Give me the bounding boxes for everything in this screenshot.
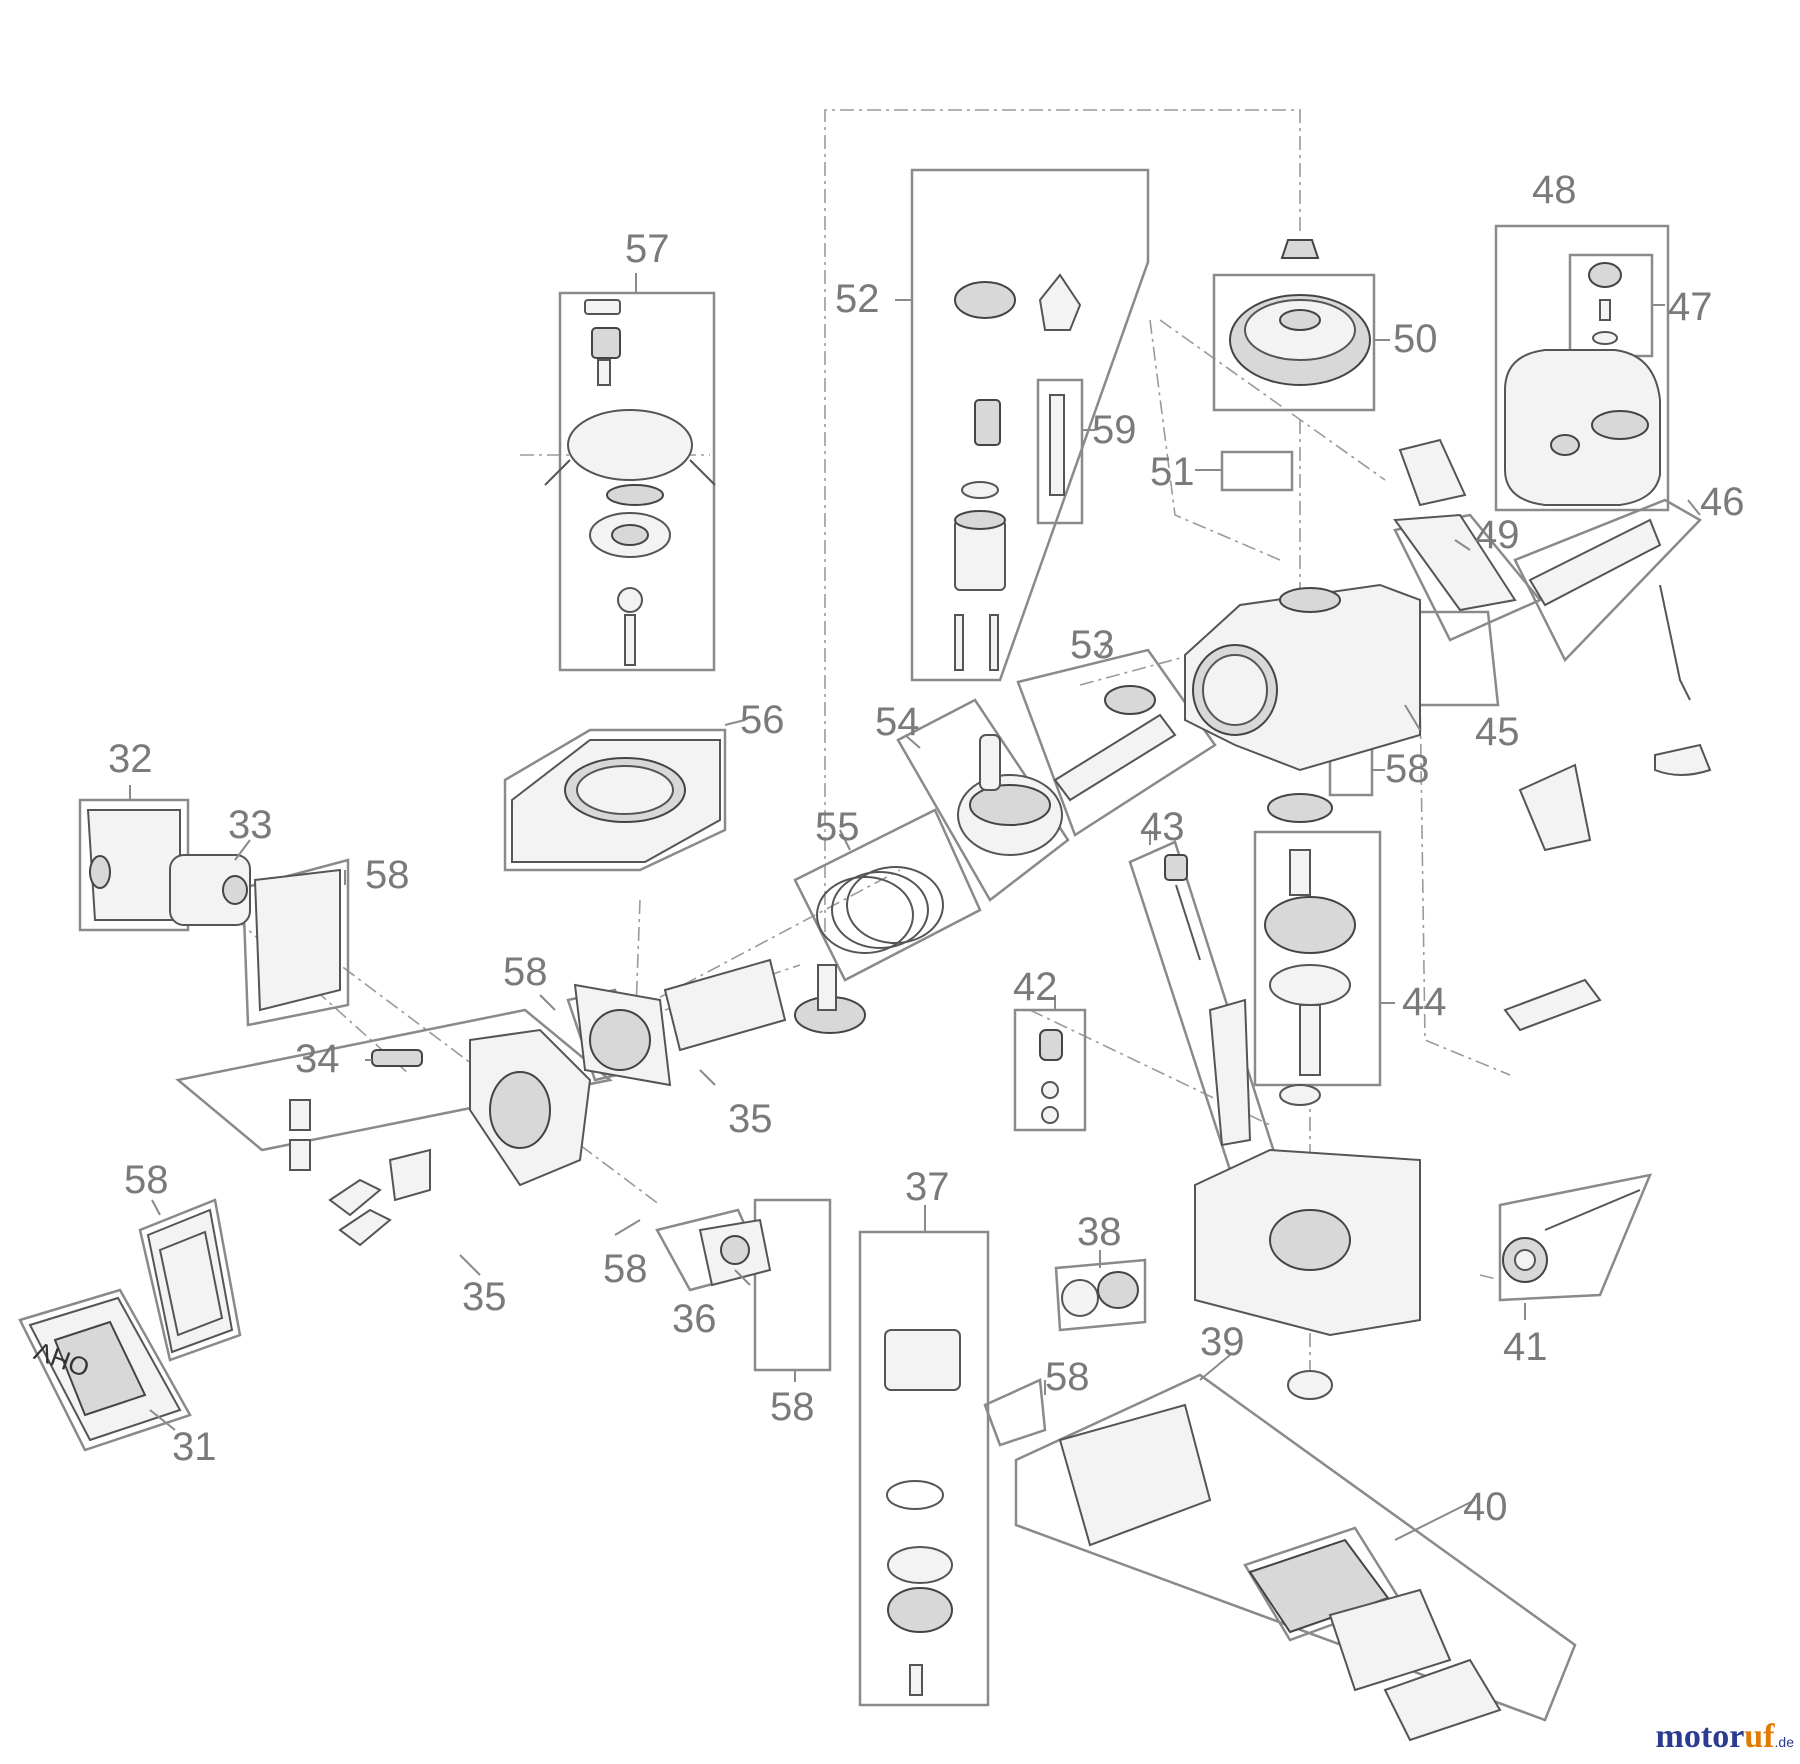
box-58-upper-left — [241, 858, 350, 1027]
part-label-55: 55 — [815, 805, 860, 849]
part-label-39: 39 — [1200, 1320, 1245, 1364]
box-57 — [558, 291, 716, 672]
part-label-56: 56 — [740, 698, 785, 742]
piston-rings — [816, 866, 944, 954]
valve-train — [289, 1099, 431, 1247]
head-gasket — [573, 958, 787, 1087]
watermark-accent: uf — [1744, 1718, 1775, 1755]
box-50 — [1212, 273, 1376, 412]
part-label-58-cover-gasket: 58 — [124, 1158, 169, 1202]
part-label-45: 45 — [1475, 710, 1520, 754]
box-37 — [858, 1230, 990, 1707]
blower-housing — [511, 739, 721, 863]
box-31 — [18, 1288, 192, 1452]
part-label-35-head: 35 — [462, 1275, 507, 1319]
box-35-head — [175, 1008, 613, 1152]
part-label-37: 37 — [905, 1165, 950, 1209]
part-label-46: 46 — [1700, 480, 1745, 524]
part-label-53: 53 — [1070, 623, 1115, 667]
cylinder-head — [469, 1028, 592, 1187]
part-label-58-intake: 58 — [603, 1247, 648, 1291]
box-48 — [1494, 224, 1670, 512]
part-label-35-gasket: 35 — [728, 1097, 773, 1141]
box-39 — [1014, 1373, 1577, 1722]
part-label-54: 54 — [875, 700, 920, 744]
box-54 — [896, 698, 1070, 902]
part-label-42: 42 — [1013, 965, 1058, 1009]
governor-gear — [1502, 1189, 1641, 1283]
box-38 — [1054, 1258, 1147, 1332]
box-52 — [910, 168, 1150, 682]
part-label-52: 52 — [835, 277, 880, 321]
valve-cover: OHV — [28, 1296, 182, 1442]
part-label-36: 36 — [672, 1297, 717, 1341]
part-label-34: 34 — [295, 1037, 340, 1081]
crankcase-block — [1184, 583, 1421, 772]
part-label-49: 49 — [1475, 513, 1520, 557]
part-label-50: 50 — [1393, 317, 1438, 361]
part-label-57: 57 — [625, 227, 670, 271]
box-44 — [1253, 830, 1382, 1087]
muffler — [86, 809, 341, 1012]
box-58-plate — [753, 1198, 832, 1372]
part-label-31: 31 — [172, 1425, 217, 1469]
flywheel — [1229, 239, 1371, 386]
box-47 — [1568, 253, 1654, 358]
carburetor — [884, 1329, 961, 1696]
box-58-gasket — [138, 1198, 242, 1362]
part-label-51: 51 — [1150, 450, 1195, 494]
part-labels: 31 32 33 34 35 35 36 37 38 39 40 41 42 4… — [108, 168, 1745, 1529]
part-group-boxes — [18, 168, 1703, 1722]
oil-seal — [1061, 1271, 1139, 1317]
electric-starter — [954, 273, 1082, 671]
crankshaft — [1264, 793, 1356, 1106]
part-label-58-crankcase: 58 — [1385, 747, 1430, 791]
box-55 — [793, 808, 982, 982]
watermark-main: motor — [1655, 1718, 1745, 1755]
box-45 — [1408, 610, 1500, 707]
box-43 — [1128, 840, 1277, 1172]
part-label-58-muffler: 58 — [365, 853, 410, 897]
throttle-controls — [1393, 438, 1712, 1032]
intake-insulator — [698, 1218, 772, 1287]
box-42 — [1013, 1008, 1087, 1132]
fuel-tank — [1504, 262, 1661, 506]
part-label-47: 47 — [1668, 285, 1713, 329]
part-label-58-plate: 58 — [770, 1385, 815, 1429]
part-label-58-filter: 58 — [1045, 1355, 1090, 1399]
part-label-32: 32 — [108, 737, 153, 781]
label-leaders — [129, 273, 1701, 1541]
connecting-rod — [1053, 685, 1177, 802]
part-label-44: 44 — [1402, 980, 1447, 1024]
part-label-38: 38 — [1077, 1210, 1122, 1254]
piston — [957, 734, 1063, 856]
crankcase-cover — [1194, 1148, 1421, 1400]
spark-plug — [371, 1049, 423, 1067]
part-label-40: 40 — [1463, 1485, 1508, 1529]
camshaft — [794, 964, 866, 1034]
part-label-58-head: 58 — [503, 950, 548, 994]
box-59 — [1036, 378, 1084, 525]
part-label-33: 33 — [228, 803, 273, 847]
watermark-logo: motoruf.de — [1656, 1718, 1794, 1756]
box-51 — [1220, 450, 1294, 492]
air-filter — [1058, 1403, 1502, 1742]
recoil-starter — [544, 299, 716, 666]
box-41 — [1498, 1173, 1653, 1302]
watermark-tld: .de — [1774, 1734, 1794, 1750]
box-56 — [503, 728, 727, 872]
dipstick — [1164, 854, 1252, 1147]
engine-parts: OHV — [28, 239, 1712, 1742]
part-label-48: 48 — [1532, 168, 1577, 212]
box-58-lower — [983, 1378, 1047, 1447]
box-53 — [1016, 648, 1217, 837]
box-46 — [1513, 498, 1703, 663]
governor-parts — [1039, 1029, 1063, 1124]
part-label-43: 43 — [1140, 805, 1185, 849]
part-label-41: 41 — [1503, 1325, 1548, 1369]
part-label-59: 59 — [1092, 408, 1137, 452]
box-32 — [78, 798, 190, 932]
valve-cover-gasket — [146, 1208, 234, 1354]
